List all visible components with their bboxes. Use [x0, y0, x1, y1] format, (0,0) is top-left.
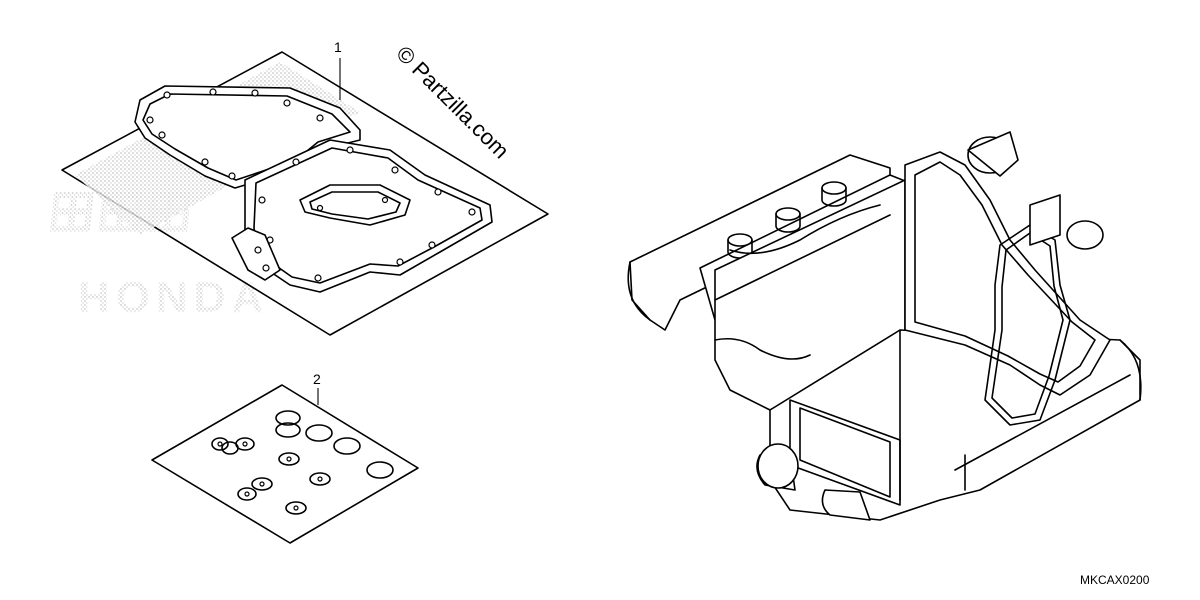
- callout-1[interactable]: 1: [334, 39, 342, 100]
- callout-2[interactable]: 2: [313, 371, 321, 405]
- svg-text:MKCAX0200: MKCAX0200: [1080, 573, 1150, 587]
- svg-text:1: 1: [334, 39, 342, 55]
- cylinder-studs: [727, 181, 847, 259]
- svg-text:HONDA: HONDA: [78, 273, 269, 322]
- svg-text:© Partzilla.com: © Partzilla.com: [391, 41, 514, 164]
- o-rings: [211, 410, 394, 515]
- gasket-bolt-holes: [146, 88, 324, 180]
- svg-text:2: 2: [313, 371, 321, 387]
- seal-kit-b[interactable]: [151, 384, 419, 544]
- engine-block-illustration: [627, 131, 1142, 521]
- gasket-kit-a[interactable]: [61, 51, 549, 336]
- diagram-code: MKCAX0200: [1080, 573, 1150, 587]
- partzilla-watermark: © Partzilla.com: [391, 41, 514, 164]
